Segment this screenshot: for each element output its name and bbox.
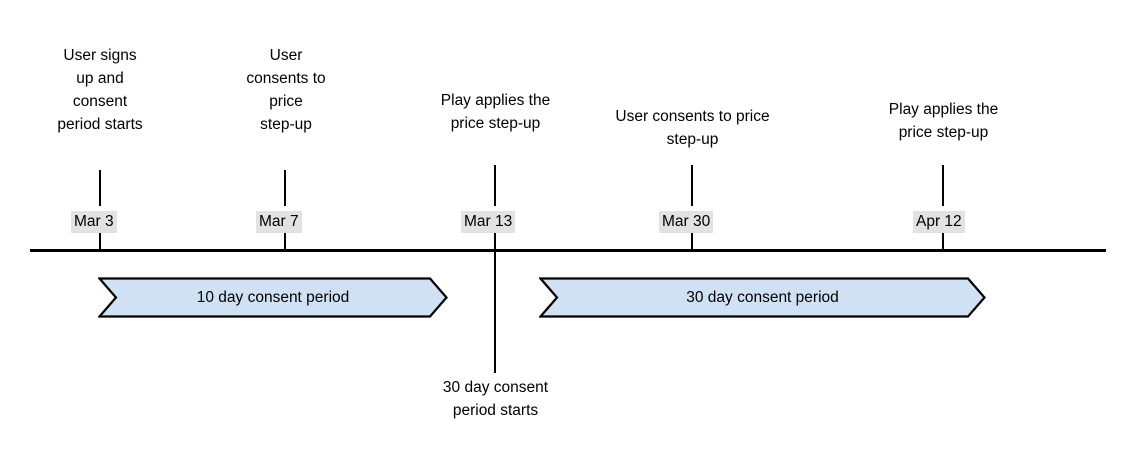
- event-caption-stepup-2: Play applies the price step-up: [888, 101, 999, 141]
- event-stem-consent-1: [284, 170, 286, 206]
- chevron-shape-icon: [98, 277, 448, 318]
- event-stem-stepup-2: [942, 165, 944, 206]
- period-banner-30-day: 30 day consent period: [539, 277, 986, 318]
- event-date-stepup-1: Mar 13: [461, 211, 516, 233]
- timeline-axis: [30, 249, 1106, 252]
- period-label-30-day: 30 day consent period: [686, 289, 839, 306]
- event-date-consent-2: Mar 30: [659, 211, 714, 233]
- event-caption-consent-1: User consents to price step-up: [246, 47, 326, 133]
- event-tick-signup: [99, 233, 101, 252]
- event-caption-stepup-1: Play applies the price step-up: [440, 92, 551, 132]
- event-stem-signup: [99, 170, 101, 206]
- event-tick-stepup-1: [494, 233, 496, 373]
- event-caption-consent-2: User consents to price step-up: [615, 108, 770, 148]
- period-label-10-day: 10 day consent period: [196, 289, 350, 306]
- chevron-shape-icon: [539, 277, 986, 318]
- event-stem-consent-2: [691, 165, 693, 206]
- event-tick-consent-2: [691, 233, 693, 252]
- event-tick-stepup-2: [942, 233, 944, 252]
- event-stem-stepup-1: [494, 165, 496, 206]
- event-tick-consent-1: [284, 233, 286, 252]
- event-date-consent-1: Mar 7: [256, 211, 302, 233]
- event-date-signup: Mar 3: [71, 211, 117, 233]
- period-banner-10-day: 10 day consent period: [98, 277, 448, 318]
- event-caption-signup: User signs up and consent period starts: [57, 47, 143, 133]
- event-date-stepup-2: Apr 12: [913, 211, 965, 233]
- below-caption-30-day-start: 30 day consent period starts: [442, 379, 549, 419]
